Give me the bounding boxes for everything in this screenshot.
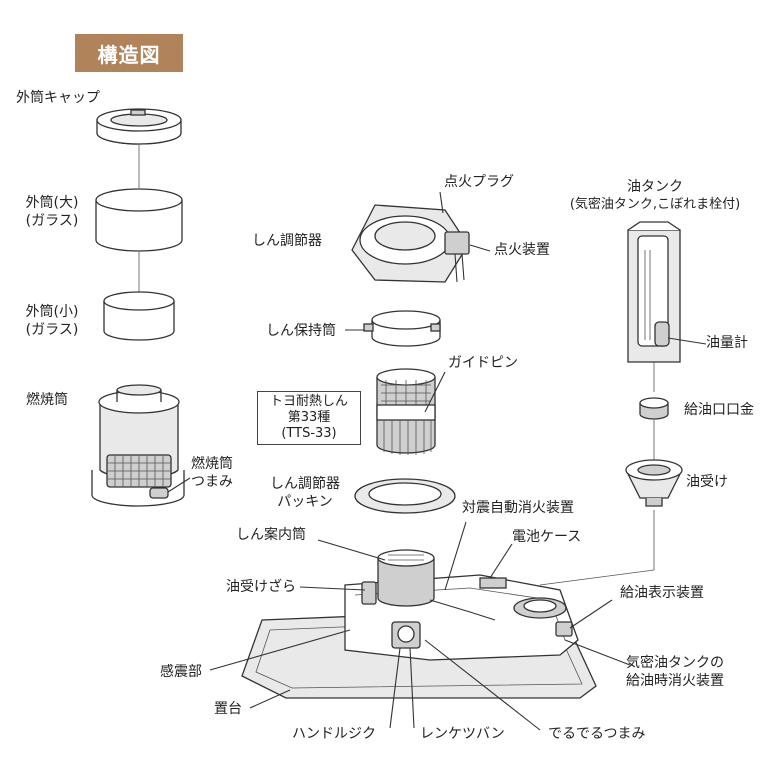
oil-receiver-label: 油受け: [686, 474, 728, 490]
page-title: 構造図: [75, 34, 183, 72]
oil-tank-label-line1: 油タンク: [627, 179, 683, 195]
wick-adjuster-label: しん調節器: [252, 233, 322, 249]
refuel-extinguisher-label-line1: 気密油タンクの: [626, 655, 724, 671]
combustion-cylinder-label: 燃焼筒: [26, 392, 68, 408]
outer-cap-label: 外筒キャップ: [16, 90, 100, 106]
outer-glass-small-label-line2: (ガラス): [25, 322, 79, 338]
wick-spec-line3: (TTS-33): [281, 426, 337, 441]
wick-spec-box: トヨ耐熱しん 第33種 (TTS-33): [257, 391, 361, 445]
outer-glass-large-label-line1: 外筒(大): [25, 195, 79, 211]
outer-glass-large-part: [95, 188, 183, 252]
handle-jig-label: ハンドルジク: [292, 726, 376, 742]
combustion-knob-label-line1: 燃焼筒: [191, 456, 233, 472]
packing-label-line2: パッキン: [277, 494, 333, 510]
wick-spec-line1: トヨ耐熱しん: [269, 394, 348, 409]
ignition-plug-label: 点火プラグ: [444, 174, 514, 190]
refuel-extinguisher-label-line2: 給油時消火装置: [626, 673, 724, 689]
linkage-label: レンケツバン: [420, 726, 505, 742]
oil-gauge-label: 油量計: [706, 335, 748, 351]
wick-part: [376, 368, 436, 455]
wick-adjuster-part: [351, 204, 470, 283]
seismic-extinguisher-label: 対震自動消火装置: [462, 500, 574, 516]
outer-glass-small-label-line1: 外筒(小): [25, 304, 79, 320]
packing-label-line1: しん調節器: [270, 476, 340, 492]
knob-label: でるでるつまみ: [548, 726, 646, 742]
outer-glass-large-label-line2: (ガラス): [25, 213, 79, 229]
outer-cap-part: [96, 108, 182, 145]
wick-spec-line2: 第33種: [287, 410, 331, 425]
combustion-knob-label-line2: つまみ: [191, 474, 233, 490]
oil-tank-part: [627, 221, 681, 363]
wick-holder-label: しん保持筒: [266, 323, 336, 339]
ignition-device-label: 点火装置: [494, 242, 550, 258]
base-stand-label: 置台: [214, 701, 242, 717]
seismic-sensor-label: 感震部: [160, 664, 202, 680]
oil-tray-label: 油受けざら: [226, 579, 296, 595]
base-assembly: [241, 549, 597, 699]
wick-holder-part: [345, 310, 441, 347]
filler-cap-part: [639, 397, 669, 420]
combustion-cylinder-part: [91, 384, 185, 507]
refuel-indicator-label: 給油表示装置: [620, 585, 704, 601]
battery-case-label: 電池ケース: [512, 529, 582, 545]
wick-adjuster-packing-part: [354, 478, 456, 514]
filler-cap-label: 給油口口金: [684, 402, 754, 418]
wick-guide-label: しん案内筒: [236, 527, 306, 543]
oil-tank-label-line2: (気密油タンク,こぼれま栓付): [569, 197, 741, 212]
oil-receiver-part: [625, 459, 683, 507]
guide-pin-label: ガイドピン: [448, 355, 518, 371]
outer-glass-small-part: [103, 291, 175, 341]
